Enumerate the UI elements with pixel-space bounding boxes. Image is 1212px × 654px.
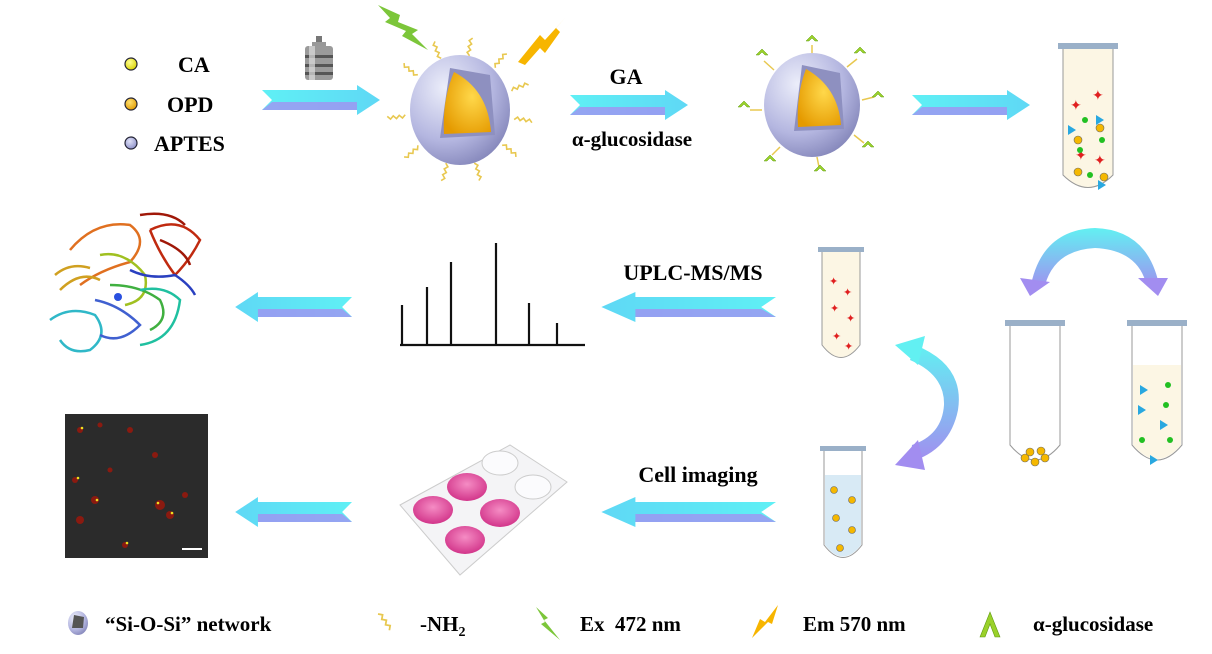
legend-ex-label: Ex 472 nm (580, 612, 681, 636)
reactant-list: CA OPD APTES (124, 52, 225, 156)
enzyme-immobilized-nanoparticle (737, 34, 885, 172)
legend: “Si-O-Si” network -NH2 Ex 472 nm Em 570 … (68, 605, 1153, 640)
separation-arrows (1020, 228, 1168, 296)
arrow-to-ms (601, 292, 776, 322)
legend-ex-icon (536, 607, 560, 640)
svg-text:✦: ✦ (843, 287, 852, 299)
svg-text:✦: ✦ (1092, 89, 1104, 104)
svg-text:✦: ✦ (844, 341, 853, 353)
supernatant-analysis-tube: ✦✦✦✦✦✦ (818, 247, 864, 358)
well-plate-image (399, 444, 568, 576)
arrow-synthesis (262, 85, 380, 115)
legend-si-o-si-icon (68, 611, 88, 635)
ga-label: GA (610, 64, 643, 89)
legend-amine-label: -NH2 (420, 612, 466, 640)
protein-structure-image (49, 212, 202, 353)
autoclave-icon (305, 36, 333, 80)
precipitate-tube (1005, 320, 1065, 467)
svg-text:✦: ✦ (830, 303, 839, 315)
legend-si-o-si-label: “Si-O-Si” network (105, 612, 272, 636)
reactant-ca-label: CA (178, 52, 210, 77)
uplc-ms-label: UPLC-MS/MS (623, 260, 762, 285)
svg-text:✦: ✦ (829, 276, 838, 288)
cell-imaging-tube (820, 446, 866, 558)
arrow-to-micrograph (235, 497, 352, 527)
legend-em-label: Em 570 nm (803, 612, 906, 636)
svg-text:✦: ✦ (832, 331, 841, 343)
ca-dot-icon (124, 57, 138, 71)
svg-text:✦: ✦ (1075, 149, 1087, 164)
svg-text:✦: ✦ (846, 313, 855, 325)
arrow-immobilization (570, 90, 688, 120)
svg-text:✦: ✦ (1070, 99, 1082, 114)
ex-lightning-icon (378, 5, 428, 50)
arrow-to-docking (235, 292, 352, 322)
enzyme-label: α-glucosidase (572, 127, 692, 151)
opd-dot-icon (124, 97, 138, 111)
cds-sio2-nanoparticle (386, 36, 534, 183)
aptes-dot-icon (124, 136, 138, 150)
svg-text:✦: ✦ (1094, 154, 1106, 169)
arrow-to-cells (601, 497, 776, 527)
arrow-incubation (912, 90, 1030, 120)
ms-spectrum-icon (400, 243, 585, 347)
em-lightning-icon (518, 18, 565, 65)
cell-imaging-label: Cell imaging (638, 462, 757, 487)
supernatant-tube (1127, 320, 1187, 465)
reactant-aptes-label: APTES (154, 131, 225, 156)
legend-amine-icon (377, 611, 393, 632)
legend-em-icon (752, 605, 778, 638)
legend-enzyme-icon (979, 611, 1001, 638)
fluorescence-micrograph-image (65, 414, 208, 558)
legend-enzyme-label: α-glucosidase (1033, 612, 1153, 636)
reactant-opd-label: OPD (167, 92, 213, 117)
incubation-tube: ✦ ✦ ✦ ✦ (1058, 43, 1118, 190)
split-curved-arrow (895, 336, 959, 470)
